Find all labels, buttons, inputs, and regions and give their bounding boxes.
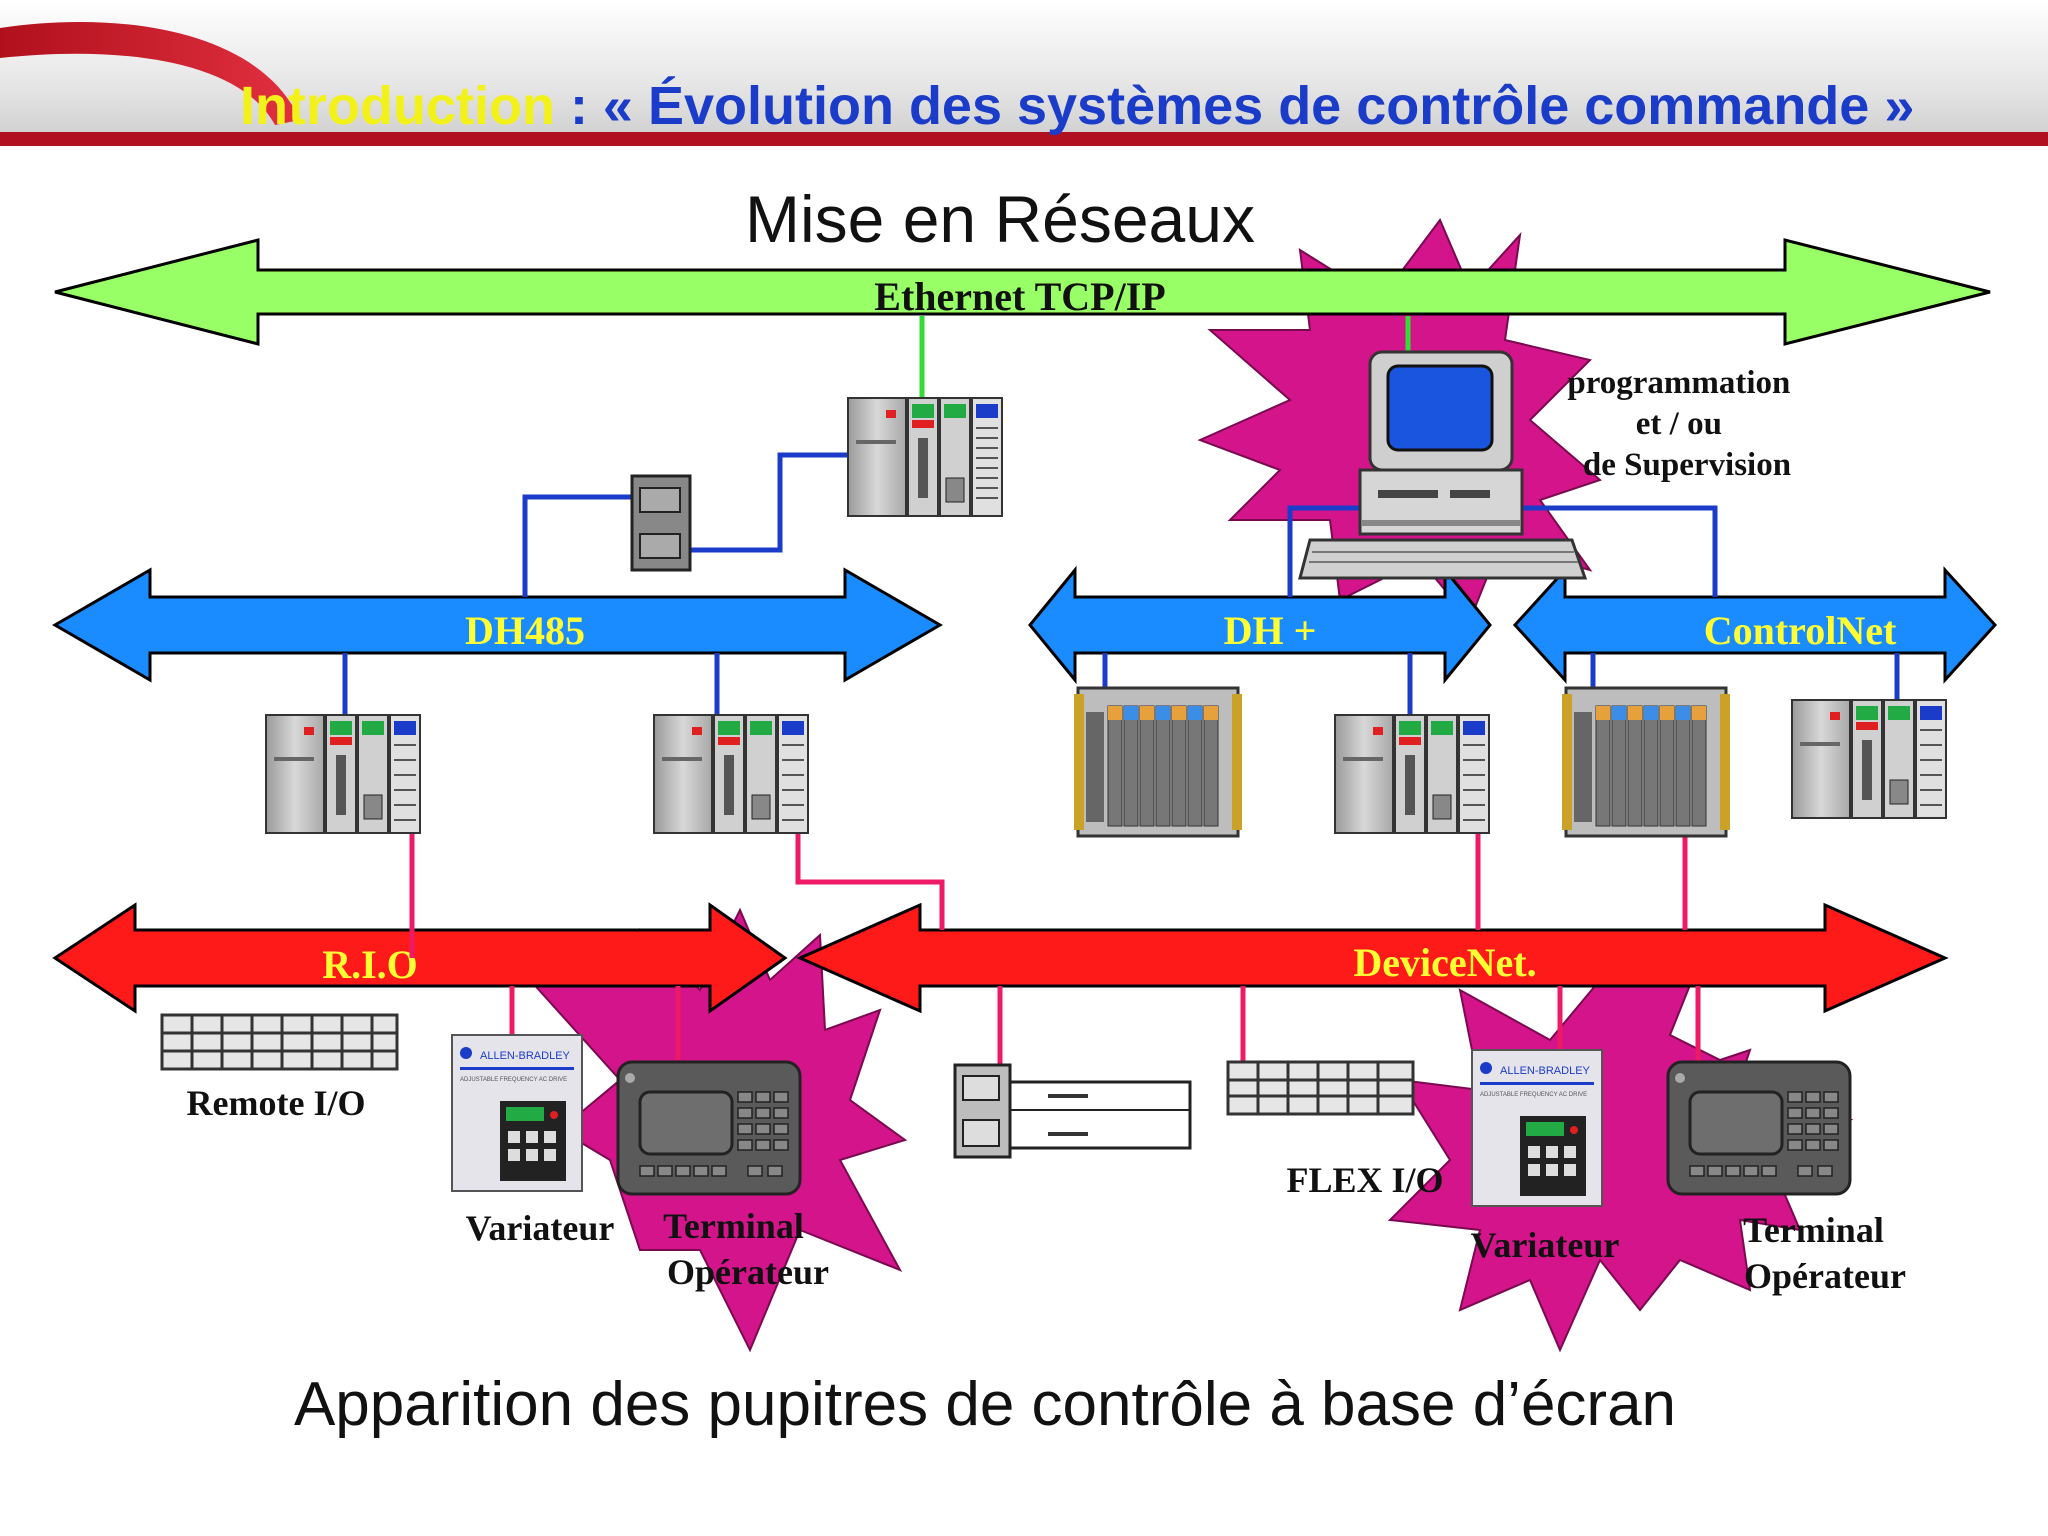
dhplus-label: DH + [1224,608,1317,653]
bottom-caption: Apparition des pupitres de contrôle à ba… [294,1370,1676,1439]
header-rule [0,132,2048,146]
terminal-right-line-2: Opérateur [1744,1256,1906,1296]
controlnet-bus: ControlNet [1512,566,1998,684]
operator-terminal-right [1666,1060,1852,1196]
rio-bus: R.I.O [52,902,788,1014]
ethernet-bus: Ethernet TCP/IP [54,238,1991,346]
drive-left-label: Variateur [466,1208,615,1248]
diagram-title: Mise en Réseaux [745,182,1255,256]
controlnet-label: ControlNet [1704,608,1897,653]
terminal-left-label: Terminal Opérateur [663,1206,829,1292]
title-main: : « Évolution des systèmes de contrôle c… [555,76,1914,136]
remote-io-label: Remote I/O [187,1083,366,1123]
supervision-pc-icon [1298,350,1588,580]
drive-left: ALLEN-BRADLEY ADJUSTABLE FREQUENCY AC DR… [451,1034,583,1192]
drive-left-brand: ALLEN-BRADLEY [480,1050,571,1062]
swoosh-logo [0,21,300,125]
terminal-right-line-1: Terminal [1743,1210,1884,1250]
flex-io-label: FLEX I/O [1286,1160,1443,1200]
pc-label-line-2: et / ou [1636,406,1722,442]
drive-left-subtitle: ADJUSTABLE FREQUENCY AC DRIVE [460,1077,567,1083]
page-title: Introduction : « Évolution des systèmes … [240,76,1914,136]
drive-right-brand: ALLEN-BRADLEY [1500,1065,1591,1077]
plc-module-dhplus [1334,714,1490,834]
flex-io-rack [1226,1060,1415,1116]
devicenet-label: DeviceNet. [1353,940,1536,985]
dhplus-bus: DH + [1028,565,1492,685]
dh485-label: DH485 [465,608,585,653]
plc-module-ethernet [847,397,1003,517]
drive-right: ALLEN-BRADLEY ADJUSTABLE FREQUENCY AC DR… [1471,1049,1603,1207]
remote-io-rack [160,1013,399,1071]
devicenet-bus: DeviceNet. [796,902,1949,1014]
header-banner: Introduction : « Évolution des systèmes … [0,0,2048,146]
terminal-right-label: Terminal Opérateur [1743,1210,1906,1296]
drive-right-subtitle: ADJUSTABLE FREQUENCY AC DRIVE [1480,1092,1587,1098]
plc-module-dh485-2 [653,714,809,834]
pc-label-line-3: de Supervision [1583,447,1791,483]
terminal-left-line-1: Terminal [663,1206,804,1246]
wire-pc-dhplus [1287,505,1380,597]
drive-right-label: Variateur [1471,1225,1620,1265]
pc-label-line-1: programmation [1567,365,1790,401]
wires [342,316,1900,1075]
devicenet-adapter-module [953,1063,1192,1159]
title-prefix: Introduction [240,76,555,136]
wire-interface-plc [660,452,860,553]
pc-label: programmation et / ou de Supervision [1567,365,1798,483]
plc-module-controlnet [1791,699,1947,819]
dh485-bus: DH485 [52,567,943,683]
plc-module-dh485-1 [265,714,421,834]
wire-dh485-interface [522,494,660,597]
plc5-chassis-controlnet [1562,686,1730,838]
operator-terminal-left [616,1060,802,1196]
ethernet-label: Ethernet TCP/IP [874,274,1165,319]
rio-label: R.I.O [322,942,418,987]
wire-pc-controlnet [1510,505,1718,597]
plc5-chassis-dhplus [1074,686,1242,838]
link-coupler-module [630,474,692,572]
wire-plc2-devicenet [795,825,945,930]
terminal-left-line-2: Opérateur [667,1252,829,1292]
